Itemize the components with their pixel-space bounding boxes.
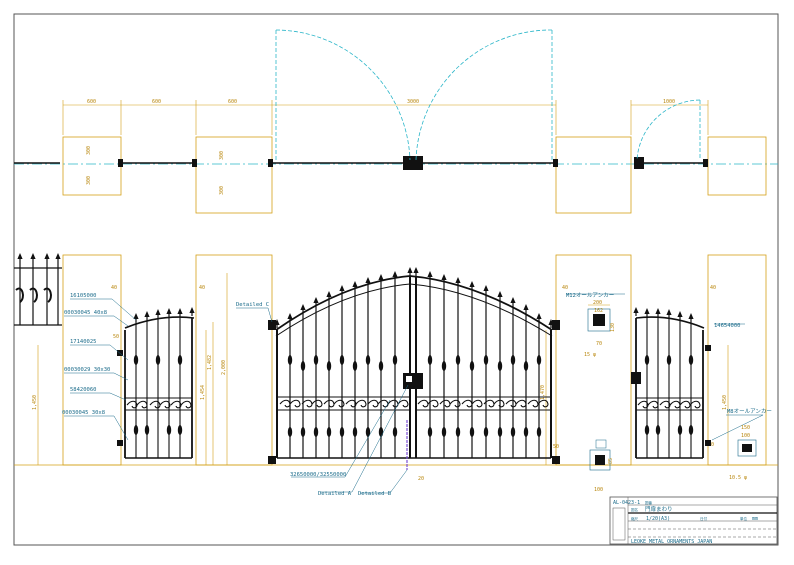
plan-dim-1: 600 xyxy=(87,99,96,105)
height-dim-2: 1,482 xyxy=(207,355,213,370)
height-dim-5: 1,470 xyxy=(540,385,546,400)
height-dim-4: 2,000 xyxy=(221,360,227,375)
plan-hinges xyxy=(118,156,708,170)
drawing-unit: mm xyxy=(752,516,758,522)
plan-pillar-dim-3: 300 xyxy=(219,151,225,160)
elevation-pillars xyxy=(62,254,767,466)
anchor-detail-lower xyxy=(589,439,611,471)
height-dim-1: 1,450 xyxy=(32,395,38,410)
plan-pillar-dim-4: 300 xyxy=(219,186,225,195)
title-label: 図名 xyxy=(631,507,638,512)
detail-dim-200: 200 xyxy=(593,300,602,306)
detail-dim-85: 85 xyxy=(608,458,614,464)
detail-dim-130: 130 xyxy=(610,323,616,332)
small-dim-1: 40 xyxy=(111,285,117,291)
main-double-gate xyxy=(268,267,560,470)
callout-00030045-40x8: 00030045 40x8 xyxy=(64,310,107,316)
small-dim-5: 50 xyxy=(113,334,119,340)
small-dim-4: 40 xyxy=(710,285,716,291)
height-dim-6: 1,450 xyxy=(722,395,728,410)
detail-dim-70: 70 xyxy=(596,341,602,347)
height-dim-3: 1,454 xyxy=(200,385,206,400)
title-block xyxy=(609,496,778,545)
small-dim-2: 40 xyxy=(199,285,205,291)
callout-m8-anchor: M8オールアンカー xyxy=(727,408,772,415)
callout-00030045-30x8: 00030045 30x8 xyxy=(62,410,105,416)
plan-pillar-dim-2: 300 xyxy=(86,176,92,185)
callout-16105000: 16105000 xyxy=(70,293,97,299)
detail-dim-10-5: 10.5 φ xyxy=(729,475,747,481)
callout-14654000: 14654000 xyxy=(714,323,741,329)
callout-58420060: 58420060 xyxy=(70,387,97,393)
callout-00030029: 00030029 30x30 xyxy=(64,367,110,373)
plan-pillar-dim-1: 300 xyxy=(86,146,92,155)
drawing-scale: 1/20(A3) xyxy=(646,516,670,522)
detail-dim-100: 100 xyxy=(594,487,603,493)
plan-pillars xyxy=(62,136,767,214)
detail-dim-162: 162 xyxy=(594,308,603,314)
callout-gate-codes: 32650000/32550000 xyxy=(290,472,346,478)
small-dim-8: 20 xyxy=(708,442,714,448)
plan-swing-arcs xyxy=(275,29,701,161)
callout-detailed-c: Detailed C xyxy=(236,302,269,308)
drawing-number-label: 図番 xyxy=(645,500,653,505)
drawing-title: 門扉まわり xyxy=(645,505,673,513)
scale-label: 縮尺 xyxy=(631,516,639,521)
plan-dim-5: 1000 xyxy=(663,99,675,105)
unit-label: 単位 xyxy=(740,516,748,521)
plan-dim-2: 600 xyxy=(152,99,161,105)
plan-view: 600 600 600 3000 1000 300 300 300 300 xyxy=(14,29,778,214)
anchor-detail-right xyxy=(737,439,757,457)
plan-dim-4: 3000 xyxy=(407,99,419,105)
right-side-gate xyxy=(631,307,711,459)
detail-dim-100b: 100 xyxy=(741,433,750,439)
detail-dim-150: 150 xyxy=(741,425,750,431)
date-label: 日付 xyxy=(700,516,708,521)
plan-dim-3: 600 xyxy=(228,99,237,105)
callout-m12-anchor: M12オールアンカー xyxy=(566,292,614,299)
detail-dim-15: 15 φ xyxy=(584,352,596,358)
small-dim-3: 40 xyxy=(562,285,568,291)
anchor-detail-upper xyxy=(587,304,611,332)
callout-detailed-b: Detailed B xyxy=(358,491,392,497)
left-side-gate xyxy=(117,307,195,459)
sheet-border xyxy=(13,13,779,546)
company-name: LEOKE METAL ORNAMENTS JAPAN xyxy=(631,539,712,545)
left-partial-gate xyxy=(14,262,62,326)
small-dim-7: 20 xyxy=(418,476,424,482)
elevation-view: 1,450 1,482 1,454 2,000 1,470 1,450 40 4… xyxy=(14,253,778,497)
small-dim-6: 50 xyxy=(553,444,559,450)
callout-detailed-a: Detailed A xyxy=(318,491,352,497)
drawing-number: AL-0423-1 xyxy=(613,500,640,506)
callout-17140025: 17140025 xyxy=(70,339,97,345)
